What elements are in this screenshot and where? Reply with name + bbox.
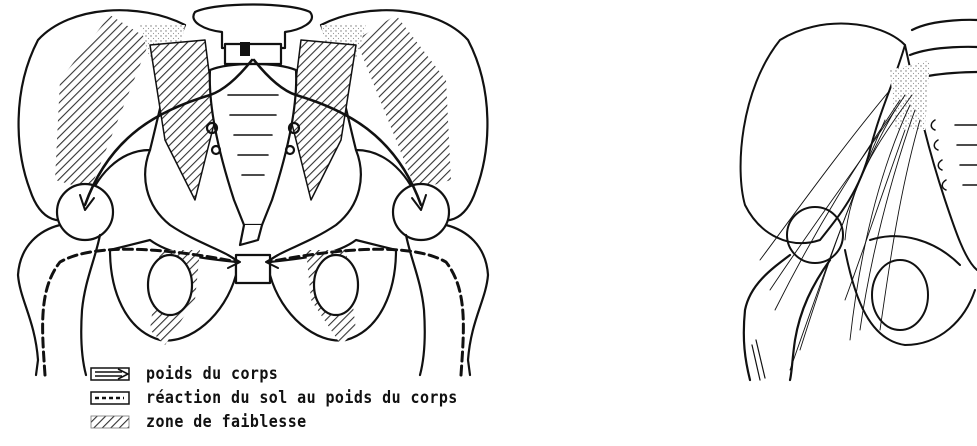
vertebra-body	[225, 44, 281, 64]
ilium-outline	[741, 24, 905, 244]
left-sacroiliac-hatched-zone	[150, 40, 215, 200]
lumbar-vertebra	[193, 5, 312, 49]
right-femoral-head	[393, 184, 449, 240]
right-sacroiliac-hatched-zone	[291, 40, 356, 200]
legend-label-ground-reaction: réaction du sol au poids du corps	[146, 388, 458, 408]
legend-label-body-weight: poids du corps	[146, 364, 278, 384]
left-obturator-foramen	[148, 255, 192, 315]
solid-arrow-swatch-icon	[90, 366, 134, 382]
pubic-symphysis	[236, 255, 270, 283]
left-femoral-head	[57, 184, 113, 240]
sacral-stipple	[890, 60, 930, 130]
legend-label-weak-zone: zone de faiblesse	[146, 412, 307, 432]
legend-item-ground-reaction: réaction du sol au poids du corps	[90, 388, 510, 412]
left-iliac-hatched-zone	[55, 15, 150, 190]
legend-item-body-weight: poids du corps	[90, 364, 510, 388]
dashed-arrow-swatch-icon	[90, 390, 134, 406]
obturator-foramen	[872, 260, 928, 330]
right-femur	[406, 225, 488, 375]
legend-item-weak-zone: zone de faiblesse	[90, 412, 510, 436]
right-obturator-foramen	[314, 255, 358, 315]
right-iliac-hatched-zone	[356, 15, 451, 190]
anterior-pelvis-diagram	[18, 5, 488, 376]
left-femur	[18, 225, 100, 375]
hatched-swatch-icon	[90, 414, 134, 430]
lateral-pelvis-diagram	[741, 20, 977, 380]
femur	[744, 255, 830, 380]
ligament-fibers	[760, 90, 920, 370]
legend: poids du corps réaction du sol au poids …	[90, 364, 510, 436]
